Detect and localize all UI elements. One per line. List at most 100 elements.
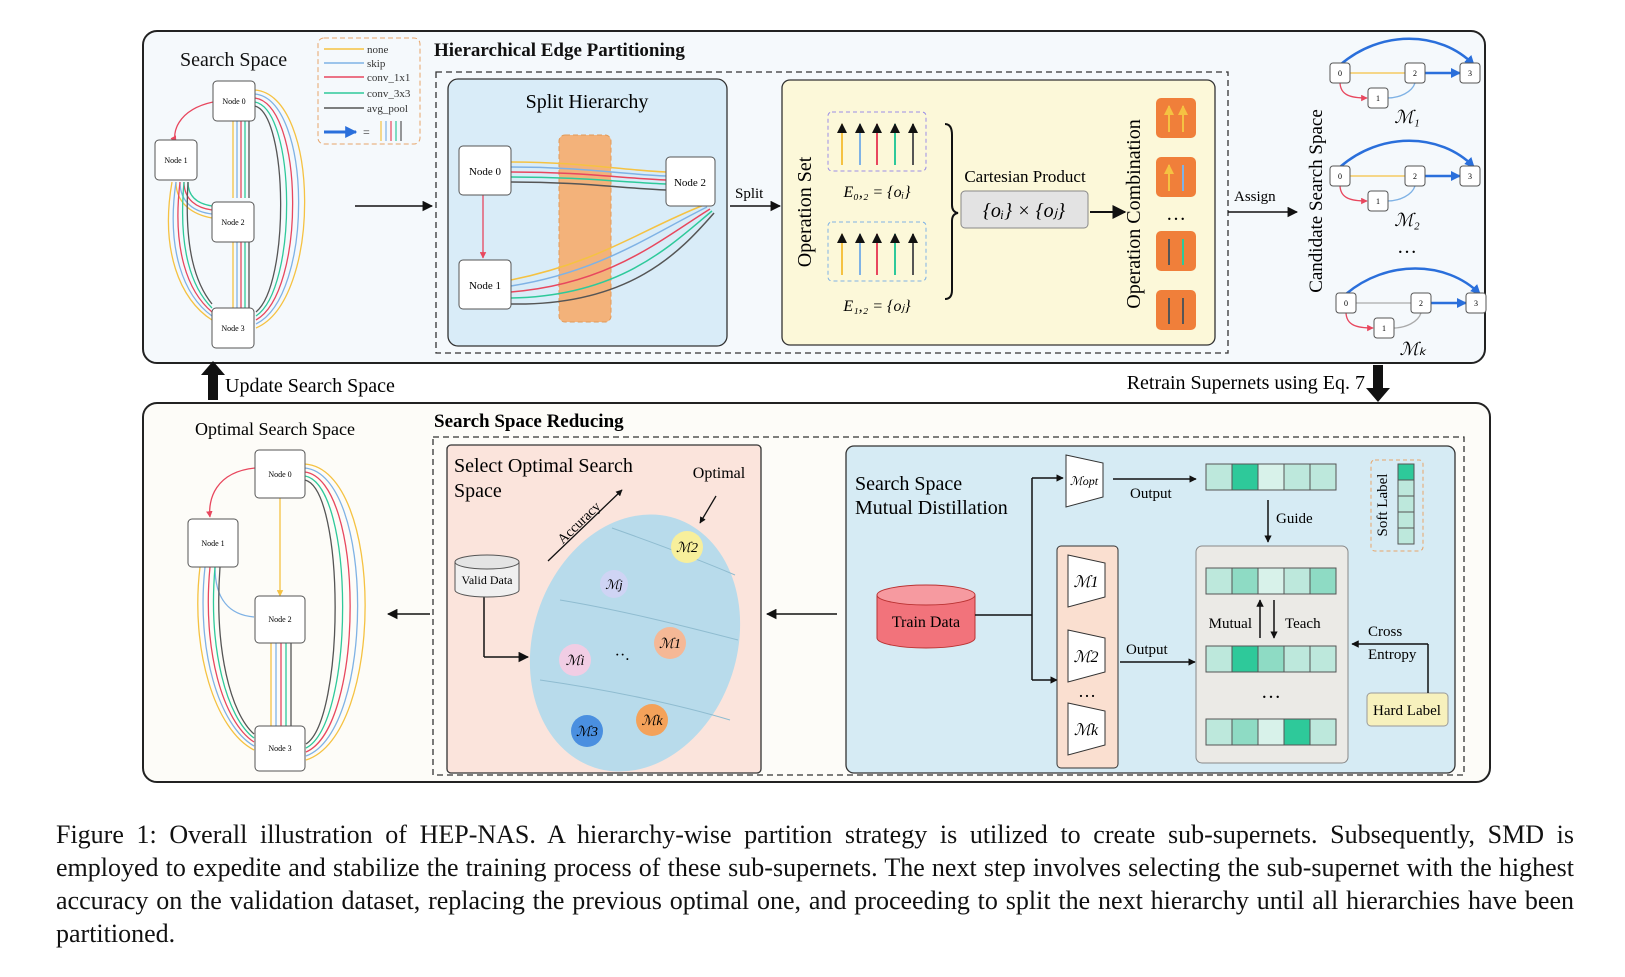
- update-arrow: [201, 361, 225, 400]
- svg-text:0: 0: [1338, 69, 1342, 78]
- circle-m3-label: ℳ3: [576, 725, 598, 740]
- op-set-e12-arrows: [837, 233, 918, 275]
- soft-label-column: [1397, 463, 1415, 545]
- optimal-edges: [197, 463, 366, 761]
- split-node-1-label: Node 1: [469, 280, 501, 292]
- svg-text:1: 1: [1382, 324, 1386, 333]
- svg-text:1: 1: [1376, 197, 1380, 206]
- split-node-2-label: Node 2: [674, 177, 706, 189]
- cross-entropy-line2: Entropy: [1368, 647, 1417, 663]
- split-node-1: [458, 259, 512, 310]
- select-title-line2: Space: [454, 480, 502, 502]
- op-combo-tiles: [1156, 98, 1196, 330]
- svg-text:0: 0: [1338, 172, 1342, 181]
- guide-label: Guide: [1276, 511, 1313, 527]
- train-data-label: Train Data: [892, 614, 960, 631]
- train-data-arrows: [975, 474, 1064, 684]
- cartesian-title: Cartesian Product: [964, 167, 1086, 186]
- supernet-mk-label: ℳk: [1074, 722, 1099, 739]
- ss-node-0-label: Node 0: [222, 97, 245, 106]
- search-space-title: Search Space: [180, 49, 287, 71]
- op-set-e02-arrows: [837, 123, 918, 165]
- circle-mj: [600, 570, 628, 598]
- hard-label-text: Hard Label: [1373, 703, 1441, 719]
- legend-box: [317, 37, 421, 145]
- split-edges: [510, 161, 715, 305]
- circle-m2-label: ℳ2: [676, 541, 698, 556]
- m-opt-label: ℳopt: [1070, 474, 1099, 488]
- operation-set-title: Operation Set: [794, 156, 816, 267]
- cross-entropy-arrow: [1351, 640, 1429, 693]
- partition-bar: [558, 134, 612, 323]
- legend-skip-label: skip: [367, 58, 386, 70]
- operation-combination-title: Operation Combination: [1123, 119, 1145, 308]
- optimal-pointer: [699, 495, 717, 524]
- ss-node-2: [211, 201, 255, 243]
- legend-mini-arrows: [380, 121, 402, 141]
- valid-data-cylinder: [454, 554, 520, 598]
- opt-node-0: [254, 449, 306, 499]
- search-space-edges: [167, 89, 306, 329]
- candidate-label-k: ℳₖ: [1400, 339, 1427, 359]
- circle-mj-label: ℳj: [605, 577, 623, 592]
- opt-node-2: [254, 595, 306, 644]
- teacher-logits: [1205, 463, 1337, 491]
- ss-node-0: [212, 80, 256, 122]
- opt-node-3-label: Node 3: [268, 744, 291, 753]
- split-node-0-label: Node 0: [469, 166, 502, 178]
- ss-node-3: [211, 307, 255, 349]
- legend-conv1x1-label: conv_1x1: [367, 72, 410, 84]
- circle-m3: [571, 715, 603, 747]
- e02-label: E₀,₂ = {oᵢ}: [842, 184, 911, 201]
- top-panel-title: Hierarchical Edge Partitioning: [434, 40, 685, 61]
- legend-none-label: none: [367, 44, 389, 56]
- soft-label-text: Soft Label: [1375, 474, 1391, 537]
- e12-label: E₁,₂ = {oⱼ}: [842, 298, 911, 315]
- output-mid-label: Output: [1126, 642, 1169, 658]
- split-label: Split: [735, 186, 764, 202]
- split-node-2: [665, 156, 716, 207]
- svg-text:1: 1: [1376, 94, 1380, 103]
- svg-text:3: 3: [1474, 299, 1478, 308]
- select-arrow-path: [483, 597, 530, 663]
- svg-text:2: 2: [1413, 172, 1417, 181]
- supernet-ellipsis: …: [1078, 681, 1096, 701]
- supernet-m2: [1067, 629, 1106, 683]
- output-top-label: Output: [1130, 486, 1173, 502]
- candidate-label-1: ℳ₁: [1394, 107, 1420, 127]
- ss-node-1: [154, 139, 198, 181]
- op-set-e02-box: [827, 111, 927, 172]
- opt-node-2-label: Node 2: [268, 615, 291, 624]
- cross-entropy-line1: Cross: [1368, 624, 1402, 640]
- student-logits-row-3: [1205, 718, 1337, 746]
- hard-label-box: [1366, 692, 1449, 727]
- supernet-m1-label: ℳ1: [1073, 574, 1098, 591]
- m-opt-trapezoid: [1065, 454, 1104, 508]
- hep-nas-figure: Search Space Hierarchical Edge Partition…: [142, 30, 1491, 783]
- op-set-brace: [944, 123, 959, 300]
- reducing-dashed-box: [432, 436, 1465, 776]
- supernet-mk: [1067, 702, 1106, 756]
- accuracy-landscape: [529, 514, 741, 772]
- update-label: Update Search Space: [225, 375, 395, 397]
- circle-m2: [671, 531, 703, 563]
- valid-data-label: Valid Data: [462, 573, 514, 587]
- svg-text:0: 0: [1344, 299, 1348, 308]
- candidate-graph-k: 0 2 3 1: [1335, 267, 1487, 339]
- circle-mk-label: ℳk: [641, 714, 663, 729]
- bottom-panel-title: Search Space Reducing: [434, 411, 624, 432]
- supernet-m1: [1067, 554, 1106, 608]
- circle-m1-label: ℳ1: [659, 637, 681, 652]
- cartesian-formula: {oᵢ} × {oⱼ}: [983, 200, 1065, 222]
- split-hierarchy-title: Split Hierarchy: [526, 91, 649, 113]
- opt-node-1: [187, 518, 239, 568]
- legend-equals: =: [363, 125, 370, 139]
- logit-ellipsis: …: [1261, 681, 1281, 703]
- ss-node-3-label: Node 3: [221, 324, 244, 333]
- cartesian-formula-box: [960, 190, 1089, 229]
- select-title-line1: Select Optimal Search: [454, 455, 633, 477]
- svg-text:3: 3: [1468, 172, 1472, 181]
- teach-label: Teach: [1285, 616, 1321, 632]
- distill-title-line2: Mutual Distillation: [855, 497, 1008, 519]
- landscape-dots: ··.: [615, 647, 630, 664]
